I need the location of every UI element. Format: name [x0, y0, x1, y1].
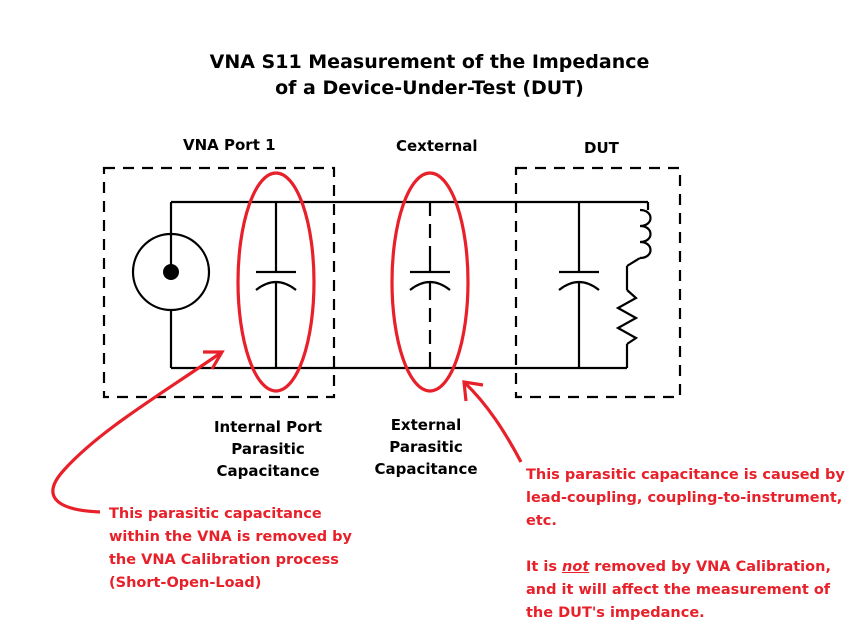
- external-label-line: External: [390, 416, 462, 434]
- note-line: This parasitic capacitance is caused by: [526, 467, 845, 483]
- note-line: It is not removed by VNA Calibration,: [526, 556, 845, 579]
- external-capacitor-icon: [409, 202, 451, 368]
- note-emphasis: not: [562, 559, 590, 575]
- note-line: the DUT's impedance.: [526, 605, 705, 621]
- left-arrow-icon: [51, 350, 225, 514]
- note-line: This parasitic capacitance: [109, 506, 322, 522]
- dut-resistor-icon: [615, 266, 639, 368]
- internal-label-line: Capacitance: [216, 462, 320, 480]
- note-line: the VNA Calibration process: [109, 552, 339, 568]
- dut-capacitor-icon: [558, 202, 600, 368]
- external-label-line: Capacitance: [374, 460, 478, 478]
- note-line: etc.: [526, 513, 557, 529]
- vna-port-box: [102, 166, 336, 399]
- title-line-1: VNA S11 Measurement of the Impedance: [209, 51, 650, 73]
- note-line: (Short-Open-Load): [109, 575, 262, 591]
- cexternal-label: Cexternal: [396, 137, 478, 155]
- vna-port-label: VNA Port 1: [183, 136, 276, 154]
- note-line: and it will affect the measurement of: [526, 582, 831, 598]
- note-spacer: [526, 533, 845, 556]
- internal-capacitance-highlight: [236, 171, 316, 393]
- dut-inductor-icon: [626, 202, 652, 267]
- calibration-note: This parasitic capacitance within the VN…: [109, 503, 352, 595]
- internal-label-line: Parasitic: [231, 440, 305, 458]
- signal-source-icon: [131, 202, 211, 368]
- right-arrow-icon: [462, 380, 523, 463]
- note-line: lead-coupling, coupling-to-instrument,: [526, 490, 843, 506]
- internal-capacitor-icon: [255, 202, 297, 368]
- note-line: within the VNA is removed by: [109, 529, 352, 545]
- note-text: removed by VNA Calibration,: [589, 559, 831, 575]
- dut-label: DUT: [584, 139, 619, 157]
- dut-box: [514, 166, 682, 399]
- internal-capacitance-label: Internal Port Parasitic Capacitance: [204, 416, 332, 482]
- external-capacitance-label: External Parasitic Capacitance: [366, 414, 486, 480]
- title-line-2: of a Device-Under-Test (DUT): [275, 77, 584, 99]
- external-label-line: Parasitic: [389, 438, 463, 456]
- note-text: It is: [526, 559, 563, 575]
- external-parasitic-note: This parasitic capacitance is caused by …: [526, 464, 845, 625]
- external-capacitance-highlight: [390, 171, 470, 393]
- internal-label-line: Internal Port: [213, 418, 323, 436]
